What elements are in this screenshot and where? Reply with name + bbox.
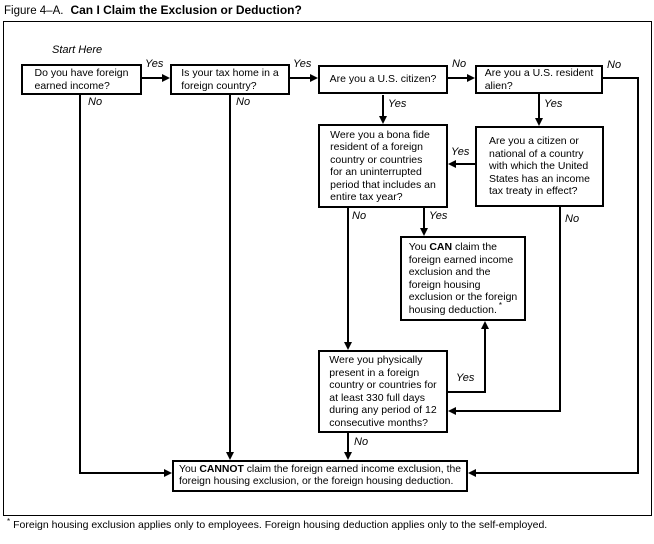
arrowhead-down-icon bbox=[344, 452, 352, 460]
line-bonafide-no bbox=[347, 208, 349, 342]
figure-number: Figure 4–A. bbox=[4, 5, 64, 17]
box-resident-alien-text: Are you a U.S. resident alien? bbox=[484, 67, 594, 92]
arrowhead-down-icon bbox=[535, 118, 543, 126]
line-taxhome-yes bbox=[290, 77, 310, 79]
edge-label-physical-no: No bbox=[354, 436, 369, 448]
arrowhead-down-icon bbox=[379, 116, 387, 124]
arrowhead-left-icon bbox=[448, 407, 456, 415]
line-physical-yes-horizontal bbox=[448, 391, 486, 393]
can-footnote-mark: * bbox=[498, 301, 502, 310]
box-tax-home: Is your tax home in a foreign country? bbox=[170, 64, 290, 95]
edge-label-treaty-no: No bbox=[565, 213, 580, 225]
box-cannot-claim: You CANNOT claim the foreign earned inco… bbox=[172, 460, 468, 492]
box-foreign-income: Do you have foreign earned income? bbox=[21, 64, 142, 95]
box-can-claim-text: You CAN claim the foreign earned income … bbox=[408, 241, 518, 316]
footnote-mark: * bbox=[7, 516, 11, 526]
line-income-no-horizontal bbox=[79, 472, 164, 474]
edge-label-income-yes: Yes bbox=[145, 58, 164, 70]
line-income-yes bbox=[142, 77, 162, 79]
line-alien-no-vertical bbox=[637, 77, 639, 474]
line-alien-yes bbox=[538, 94, 540, 118]
line-treaty-no-vertical bbox=[559, 207, 561, 412]
box-us-citizen-text: Are you a U.S. citizen? bbox=[329, 73, 437, 86]
edge-label-treaty-yes: Yes bbox=[451, 146, 470, 158]
line-taxhome-no bbox=[229, 95, 231, 452]
edge-label-alien-no: No bbox=[607, 59, 622, 71]
edge-label-taxhome-no: No bbox=[236, 96, 251, 108]
arrowhead-right-icon bbox=[310, 74, 318, 82]
box-tax-home-text: Is your tax home in a foreign country? bbox=[181, 67, 279, 92]
box-tax-treaty-text: Are you a citizen or national of a count… bbox=[489, 135, 590, 198]
edge-label-bonafide-no: No bbox=[352, 210, 367, 222]
line-bonafide-yes bbox=[423, 208, 425, 228]
arrowhead-down-icon bbox=[226, 452, 234, 460]
arrowhead-right-icon bbox=[162, 74, 170, 82]
arrowhead-left-icon bbox=[468, 469, 476, 477]
box-us-citizen: Are you a U.S. citizen? bbox=[318, 65, 448, 94]
edge-label-alien-yes: Yes bbox=[544, 98, 563, 110]
line-treaty-yes bbox=[456, 163, 475, 165]
box-foreign-income-text: Do you have foreign earned income? bbox=[34, 67, 129, 92]
edge-label-citizen-no: No bbox=[452, 58, 467, 70]
arrowhead-down-icon bbox=[344, 342, 352, 350]
arrowhead-right-icon bbox=[467, 74, 475, 82]
box-cannot-claim-text: You CANNOT claim the foreign earned inco… bbox=[178, 464, 462, 487]
arrowhead-right-icon bbox=[164, 469, 172, 477]
edge-label-bonafide-yes: Yes bbox=[429, 210, 448, 222]
box-physical-presence-text: Were you physically present in a foreign… bbox=[329, 354, 437, 429]
footnote-text: Foreign housing exclusion applies only t… bbox=[13, 519, 548, 531]
box-bona-fide-residence-text: Were you a bona fide resident of a forei… bbox=[330, 128, 436, 204]
line-treaty-no-horizontal bbox=[456, 410, 561, 412]
box-can-claim: You CAN claim the foreign earned income … bbox=[400, 236, 526, 321]
edge-label-taxhome-yes: Yes bbox=[293, 58, 312, 70]
figure-title: Figure 4–A. Can I Claim the Exclusion or … bbox=[4, 3, 302, 17]
line-citizen-yes bbox=[382, 95, 384, 116]
can-emphasis: CAN bbox=[429, 241, 453, 253]
box-resident-alien: Are you a U.S. resident alien? bbox=[475, 65, 603, 94]
edge-label-physical-yes: Yes bbox=[456, 372, 475, 384]
figure-footnote: *Foreign housing exclusion applies only … bbox=[5, 516, 548, 531]
line-alien-no-bottom bbox=[476, 472, 639, 474]
arrowhead-down-icon bbox=[420, 228, 428, 236]
line-income-no-vertical bbox=[79, 95, 81, 474]
box-physical-presence: Were you physically present in a foreign… bbox=[318, 350, 448, 433]
edge-label-citizen-yes: Yes bbox=[388, 98, 407, 110]
figure-title-text: Can I Claim the Exclusion or Deduction? bbox=[70, 3, 302, 17]
box-tax-treaty: Are you a citizen or national of a count… bbox=[475, 126, 604, 207]
arrowhead-left-icon bbox=[448, 160, 456, 168]
flowchart-frame bbox=[3, 21, 652, 516]
line-physical-no bbox=[347, 433, 349, 452]
line-physical-yes-vertical bbox=[484, 329, 486, 393]
box-bona-fide-residence: Were you a bona fide resident of a forei… bbox=[318, 124, 448, 208]
arrowhead-up-icon bbox=[481, 321, 489, 329]
line-citizen-no bbox=[448, 77, 467, 79]
edge-label-income-no: No bbox=[88, 96, 103, 108]
line-alien-no-top bbox=[603, 77, 639, 79]
cannot-emphasis: CANNOT bbox=[199, 464, 244, 475]
label-start-here: Start Here bbox=[52, 44, 103, 56]
